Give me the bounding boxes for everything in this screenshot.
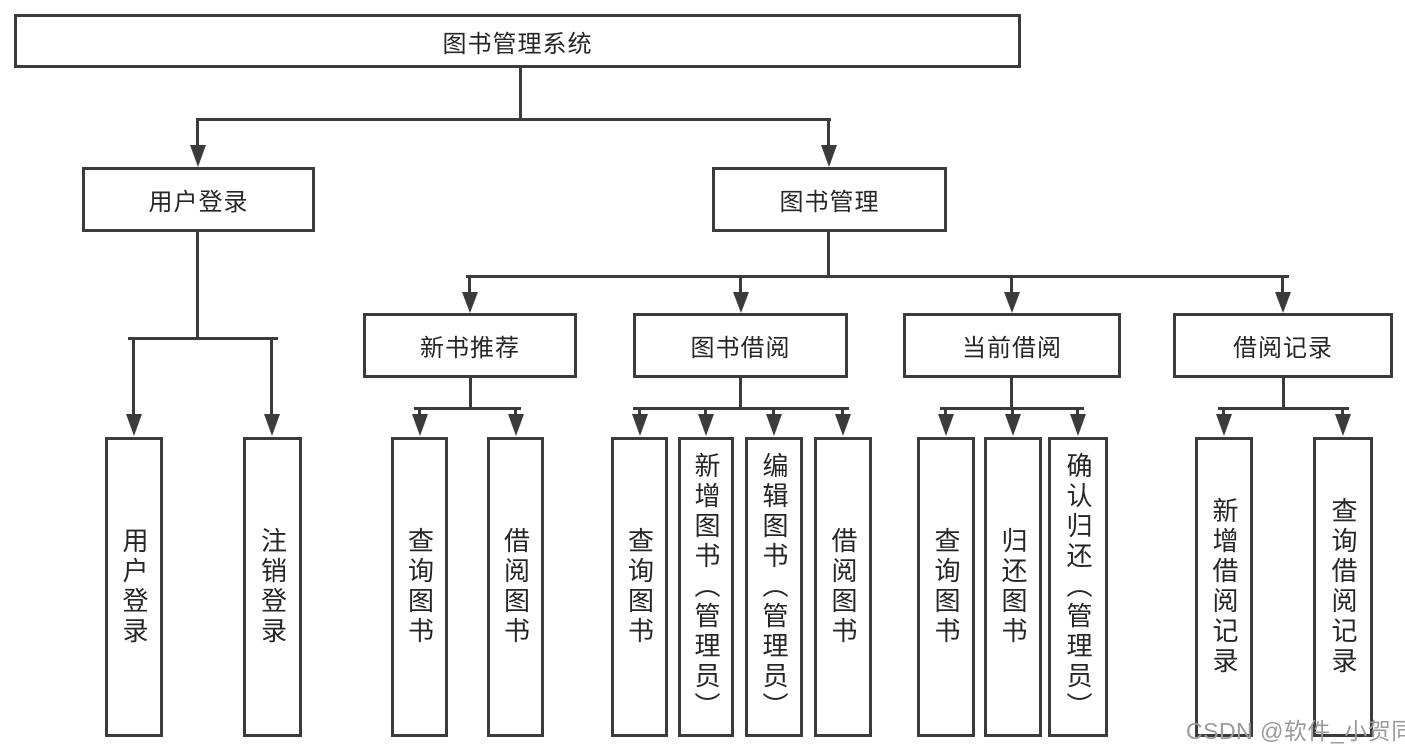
connector-line (1011, 407, 1014, 419)
connector-line (827, 232, 830, 278)
leaf-add-borrow-record: 新增借阅记录 (1195, 437, 1253, 737)
connector-line (1010, 378, 1013, 410)
arrowhead-icon (412, 414, 428, 436)
connector-line (739, 378, 742, 410)
leaf-label: 编辑图书（管理员） (759, 452, 789, 722)
connector-line (519, 68, 522, 121)
leaf-label: 查询图书 (624, 527, 655, 647)
connector-line (841, 407, 844, 419)
node-book-borrowing: 图书借阅 (633, 313, 848, 378)
arrowhead-icon (821, 145, 837, 167)
leaf-borrow-books-recommend: 借阅图书 (487, 437, 544, 737)
connector-line (128, 337, 278, 340)
leaf-label: 查询借阅记录 (1328, 497, 1358, 677)
connector-line (1282, 378, 1285, 410)
connector-line (1218, 407, 1349, 410)
leaf-label: 归还图书 (998, 527, 1028, 647)
leaf-label: 注销登录 (257, 527, 288, 647)
leaf-user-login: 用户登录 (105, 437, 163, 737)
leaf-label: 查询图书 (404, 527, 435, 647)
arrowhead-icon (938, 414, 954, 436)
connector-line (196, 118, 831, 121)
node-book-management: 图书管理 (712, 167, 947, 232)
node-current-borrowing: 当前借阅 (903, 313, 1121, 378)
leaf-label: 用户登录 (119, 527, 149, 647)
connector-line (772, 407, 775, 419)
leaf-query-books-borrow: 查询图书 (611, 437, 668, 737)
leaf-query-books-recommend: 查询图书 (391, 437, 448, 737)
arrowhead-icon (835, 414, 851, 436)
arrowhead-icon (1275, 292, 1291, 313)
connector-line (132, 337, 135, 417)
arrowhead-icon (126, 414, 142, 436)
leaf-label: 新增借阅记录 (1209, 497, 1239, 677)
arrowhead-icon (1216, 414, 1232, 436)
leaf-add-books-admin: 新增图书（管理员） (678, 437, 734, 737)
arrowhead-icon (1070, 414, 1086, 436)
arrowhead-icon (1005, 414, 1021, 436)
node-user-login: 用户登录 (82, 167, 315, 232)
arrowhead-icon (698, 414, 714, 436)
connector-line (704, 407, 707, 419)
connector-line (418, 407, 421, 419)
connector-line (1222, 407, 1225, 419)
connector-line (1010, 275, 1013, 295)
leaf-confirm-return-admin: 确认归还（管理员） (1048, 437, 1108, 737)
connector-line (739, 275, 742, 295)
leaf-edit-books-admin: 编辑图书（管理员） (745, 437, 803, 737)
arrowhead-icon (264, 414, 280, 436)
connector-line (638, 407, 641, 419)
connector-line (469, 378, 472, 410)
connector-line (514, 407, 517, 419)
node-new-book-recommendation: 新书推荐 (363, 313, 577, 378)
leaf-borrow-books: 借阅图书 (814, 437, 872, 737)
connector-line (1341, 407, 1344, 419)
arrowhead-icon (632, 414, 648, 436)
connector-line (633, 407, 849, 410)
connector-line (196, 232, 199, 340)
leaf-label: 借阅图书 (500, 527, 531, 647)
connector-line (196, 118, 199, 148)
arrowhead-icon (190, 145, 206, 167)
leaf-label: 确认归还（管理员） (1063, 452, 1093, 722)
arrowhead-icon (508, 414, 524, 436)
arrowhead-icon (733, 292, 749, 313)
leaf-return-books: 归还图书 (984, 437, 1042, 737)
node-library-management-system: 图书管理系统 (14, 14, 1021, 68)
connector-line (1281, 275, 1284, 295)
leaf-logout: 注销登录 (243, 437, 302, 737)
node-borrowing-records: 借阅记录 (1173, 313, 1393, 378)
leaf-query-books-current: 查询图书 (917, 437, 975, 737)
connector-line (827, 118, 830, 148)
connector-line (270, 337, 273, 417)
leaf-label: 借阅图书 (828, 527, 858, 647)
connector-line (414, 407, 521, 410)
arrowhead-icon (1004, 292, 1020, 313)
connector-line (468, 275, 471, 295)
csdn-watermark: CSDN @软件_小贺同学 (1186, 718, 1405, 744)
leaf-label: 新增图书（管理员） (691, 452, 721, 722)
arrowhead-icon (766, 414, 782, 436)
connector-line (944, 407, 947, 419)
connector-line (1076, 407, 1079, 419)
arrowhead-icon (1335, 414, 1351, 436)
connector-line (466, 275, 1289, 278)
leaf-label: 查询图书 (931, 527, 961, 647)
arrowhead-icon (462, 292, 478, 313)
leaf-query-borrow-record: 查询借阅记录 (1313, 437, 1373, 737)
